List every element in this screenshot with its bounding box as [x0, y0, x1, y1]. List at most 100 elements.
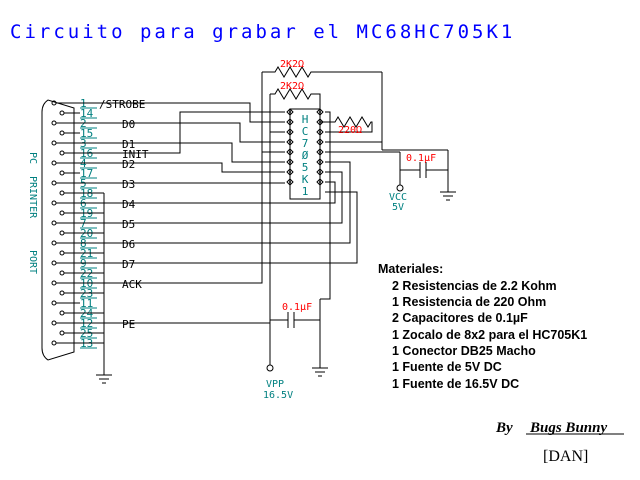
port-label-port: PORT	[27, 250, 38, 274]
vpp-wiring	[269, 299, 321, 368]
signal-d0: D0	[122, 118, 135, 131]
chip-pin-right	[316, 168, 324, 176]
connector-pin	[51, 340, 57, 346]
connector-pin	[59, 290, 65, 296]
connector-pin	[59, 230, 65, 236]
chip-pin-left	[286, 118, 294, 126]
chip-label-7: 7	[302, 137, 309, 150]
vcc-label: VCC	[389, 192, 407, 203]
chip-pin-right	[316, 138, 324, 146]
chip-label-0: Ø	[302, 149, 309, 162]
vcc-value: 5V	[392, 202, 404, 213]
signal-d2: D2	[122, 158, 135, 171]
materials-item: 1 Fuente de 16.5V DC	[392, 377, 519, 391]
materials-item: 1 Conector DB25 Macho	[392, 344, 536, 358]
resistor-r3	[320, 116, 373, 133]
vpp-label: VPP	[266, 379, 284, 390]
connector-pin-number: 17	[80, 167, 93, 180]
chip-pin-right	[316, 178, 324, 186]
connector-pin	[51, 320, 57, 326]
vcc-terminal	[396, 184, 404, 192]
connector-pin-number: 11	[80, 297, 93, 310]
resistor-r3-value: 220Ω	[338, 125, 362, 136]
resistor-r1	[261, 66, 383, 152]
connector-pin	[59, 250, 65, 256]
capacitor-c1-value: 0.1µF	[406, 153, 436, 164]
vcc-wiring	[325, 141, 449, 192]
port-label-pc: PC	[27, 152, 38, 164]
db25-connector-body	[41, 99, 75, 361]
chip-pin-left	[286, 138, 294, 146]
ground-symbol-vpp	[312, 367, 328, 377]
materials-heading: Materiales:	[378, 262, 443, 276]
signal-strobe: /STROBE	[99, 98, 145, 111]
connector-pin	[59, 270, 65, 276]
hc705k1-chip-body	[289, 108, 321, 200]
signal-ack: ACK	[122, 278, 142, 291]
chip-pin-left	[286, 148, 294, 156]
chip-label-h: H	[302, 113, 309, 126]
resistor-r2	[269, 88, 321, 132]
connector-pin	[59, 330, 65, 336]
connector-pin	[51, 280, 57, 286]
connector-pin	[51, 300, 57, 306]
connector-pin	[59, 170, 65, 176]
chip-label-5: 5	[302, 161, 309, 174]
connector-pin-number: 14	[80, 107, 94, 120]
chip-pin-dot	[289, 121, 291, 123]
signal-d5: D5	[122, 218, 135, 231]
chip-pin-right	[316, 158, 324, 166]
resistor-r2-value: 2K2Ω	[280, 81, 304, 92]
chip-label-c: C	[302, 125, 309, 138]
signal-d7: D7	[122, 258, 135, 271]
author-tag: [DAN]	[543, 448, 588, 465]
chip-pin-dot	[319, 161, 321, 163]
ground-symbol-connector	[96, 374, 112, 384]
connector-pin	[59, 150, 65, 156]
signal-d3: D3	[122, 178, 135, 191]
materials-item: 2 Resistencias de 2.2 Kohm	[392, 279, 557, 293]
chip-pin-dot	[289, 161, 291, 163]
chip-pin-dot	[319, 171, 321, 173]
chip-pin-dot	[289, 181, 291, 183]
connector-pin	[51, 180, 57, 186]
chip-pin-left	[286, 158, 294, 166]
chip-pin-dot	[319, 131, 321, 133]
port-to-chip-wires	[80, 102, 358, 324]
signal-d4: D4	[122, 198, 136, 211]
chip-pin-left	[286, 168, 294, 176]
connector-pin-number: 15	[80, 127, 93, 140]
chip-pin-dot	[289, 131, 291, 133]
connector-pin	[59, 210, 65, 216]
connector-pin	[59, 310, 65, 316]
chip-pin-dot	[289, 151, 291, 153]
chip-label-k: K	[302, 173, 309, 186]
ground-symbol-vcc	[440, 191, 456, 201]
connector-pin	[59, 190, 65, 196]
capacitor-c2-value: 0.1µF	[282, 302, 312, 313]
title: Circuito para grabar el MC68HC705K1	[10, 21, 515, 43]
chip-pin-dot	[319, 181, 321, 183]
chip-pin-left	[286, 128, 294, 136]
port-label-printer: PRINTER	[27, 176, 38, 219]
chip-pin-dot	[319, 141, 321, 143]
chip-pin-left	[286, 108, 294, 116]
chip-pin-right	[316, 148, 324, 156]
materials-item: 2 Capacitores de 0.1µF	[392, 311, 528, 325]
connector-pin	[51, 260, 57, 266]
author-by: By	[495, 420, 513, 436]
materials-item: 1 Zocalo de 8x2 para el HC705K1	[392, 328, 587, 342]
materials-item: 1 Fuente de 5V DC	[392, 360, 502, 374]
signal-d1: D1	[122, 138, 135, 151]
connector-pin	[59, 110, 65, 116]
vpp-value: 16.5V	[263, 390, 293, 401]
vpp-terminal	[266, 364, 274, 372]
connector-pin	[51, 160, 57, 166]
chip-pin-right	[316, 108, 324, 116]
chip-pin-dot	[319, 151, 321, 153]
chip-pin-dot	[289, 171, 291, 173]
connector-pin	[51, 220, 57, 226]
signal-pe: PE	[122, 318, 135, 331]
chip-pin-right	[316, 128, 324, 136]
